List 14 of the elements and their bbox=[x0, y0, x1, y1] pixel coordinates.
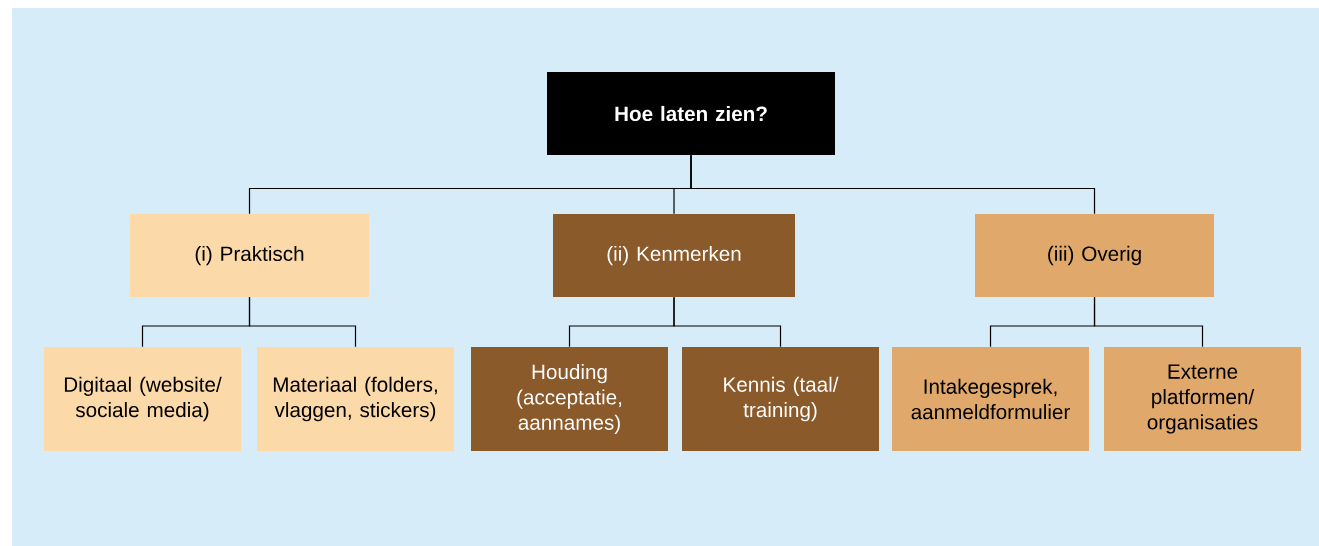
category-box: (ii) Kenmerken bbox=[553, 214, 795, 297]
item-box: Materiaal (folders, vlaggen, stickers) bbox=[257, 347, 454, 451]
item-box: Intakegesprek, aanmeldformulier bbox=[892, 347, 1089, 451]
title-box: Hoe laten zien? bbox=[547, 72, 835, 155]
connector bbox=[1093, 296, 1204, 348]
item-box: Houding (acceptatie, aannames) bbox=[471, 347, 668, 451]
category-box: (iii) Overig bbox=[975, 214, 1214, 297]
item-box: Kennis (taal/ training) bbox=[682, 347, 879, 451]
category-box: (i) Praktisch bbox=[130, 214, 369, 297]
item-box: Digitaal (website/ sociale media) bbox=[44, 347, 241, 451]
connector bbox=[248, 296, 357, 348]
connector bbox=[673, 296, 782, 348]
item-box: Externe platformen/ organisaties bbox=[1104, 347, 1301, 451]
connector bbox=[690, 154, 1096, 215]
